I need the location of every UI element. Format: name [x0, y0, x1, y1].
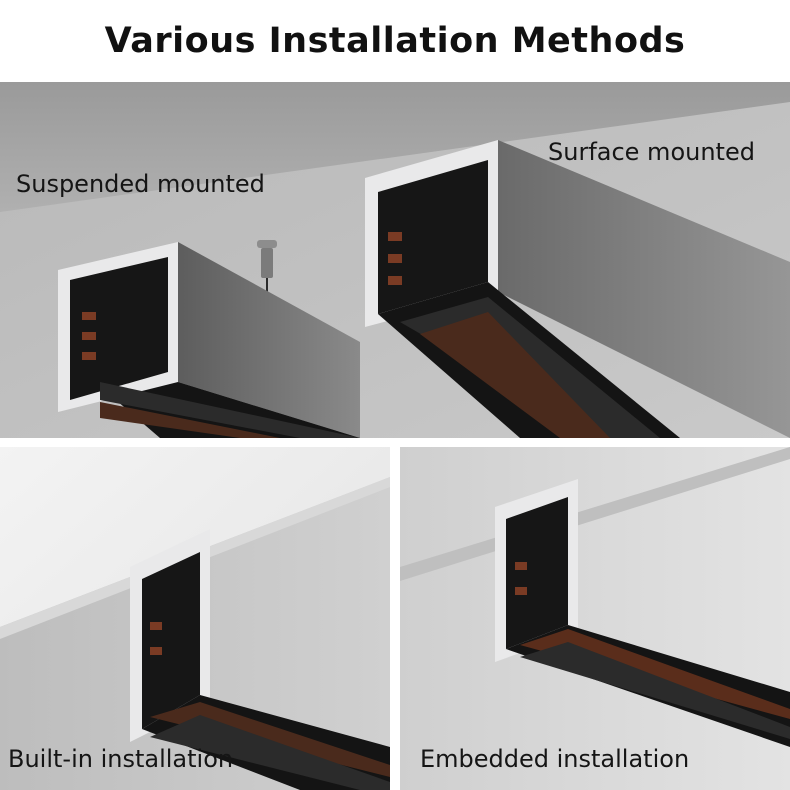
panel-suspended-surface: Suspended mounted Surface mounted	[0, 82, 790, 438]
label-suspended-mounted: Suspended mounted	[16, 170, 265, 198]
scene-built-in	[0, 447, 390, 790]
surface-track	[365, 140, 790, 438]
scene-embedded	[400, 447, 790, 790]
scene-suspended-surface	[0, 82, 790, 438]
label-surface-mounted: Surface mounted	[548, 138, 755, 166]
built-in-track	[130, 529, 390, 790]
panel-built-in: Built-in installation	[0, 447, 390, 790]
suspended-track	[58, 242, 360, 438]
label-embedded-installation: Embedded installation	[420, 745, 690, 773]
label-built-in-installation: Built-in installation	[8, 745, 234, 773]
panel-embedded: Embedded installation	[400, 447, 790, 790]
page-title: Various Installation Methods	[104, 21, 686, 61]
embedded-track	[495, 479, 790, 747]
